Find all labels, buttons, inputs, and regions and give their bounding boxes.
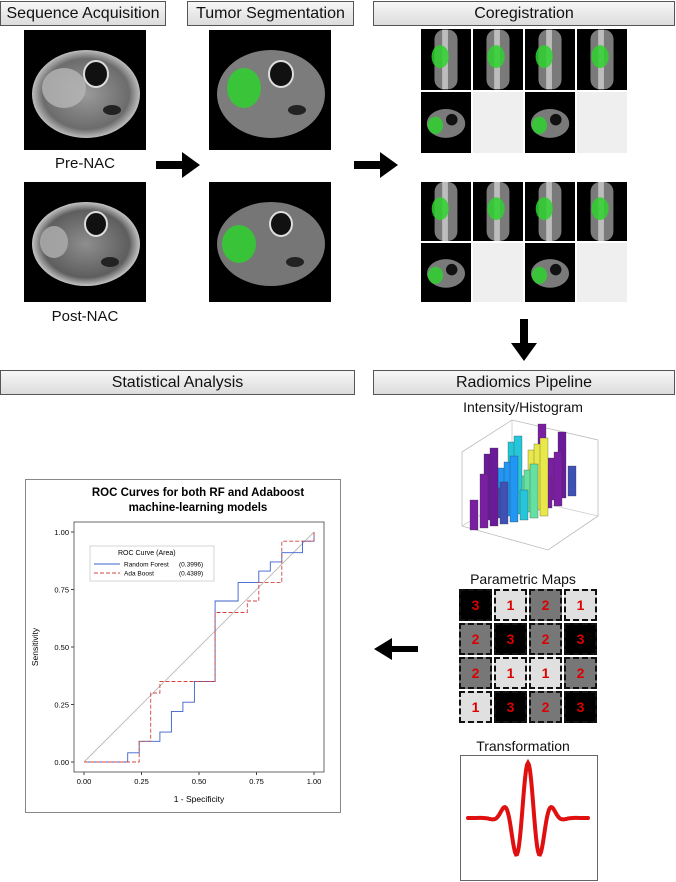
header-statistical-analysis: Statistical Analysis [0,370,355,395]
mri-thumbnail-sag [524,28,576,91]
parametric-map-cell: 2 [459,657,492,689]
parametric-map-cell: 3 [494,623,527,655]
y-tick-label: 0.75 [54,586,69,595]
caption-pre-nac: Pre-NAC [54,155,115,172]
parametric-map-cell: 1 [459,691,492,723]
histogram-bar [539,437,549,517]
empty-slot [472,242,524,303]
x-tick-label: 0.75 [249,777,264,786]
intensity-histogram-title: Intensity/Histogram [463,399,583,415]
wavelet-transformation-plot [460,755,598,881]
parametric-map-cell: 2 [529,691,562,723]
arrow-right-icon [156,152,200,178]
tumor-mask [227,68,261,108]
x-tick-label: 1.00 [307,777,322,786]
mri-thumbnail-sag [420,28,472,91]
histogram-bar [499,481,509,525]
arrow-right-icon [354,152,398,178]
parametric-map-cell: 2 [529,589,562,621]
header-radiomics-pipeline: Radiomics Pipeline [373,370,675,395]
caption-post-nac: Post-NAC [51,308,119,325]
mri-thumbnail-cor [472,28,524,91]
header-coregistration: Coregistration [373,1,675,26]
histogram-bar [489,447,499,527]
mri-thumbnail-axial [420,91,472,154]
y-tick-label: 0.00 [54,758,69,767]
mri-post-nac-segmented [209,182,331,302]
parametric-map-cell: 1 [494,589,527,621]
y-axis-label: Sensitivity [30,627,40,666]
mri-pre-nac-segmented [209,30,331,150]
x-axis-label: 1 - Specificity [174,794,225,804]
parametric-map-cell: 2 [529,623,562,655]
parametric-map-cell: 2 [564,657,597,689]
y-tick-label: 1.00 [54,528,69,537]
arrow-left-icon [374,638,418,660]
mri-post-nac [24,182,146,302]
mri-thumbnail-sag [420,181,472,242]
x-tick-label: 0.50 [192,777,207,786]
legend-title: ROC Curve (Area) [118,550,176,557]
transformation-title: Transformation [476,738,570,754]
mri-thumbnail-sag [524,181,576,242]
wavelet-curve [466,758,590,857]
y-tick-label: 0.50 [54,643,69,652]
parametric-map-cell: 1 [529,657,562,689]
histogram-bar [469,499,479,531]
legend: ROC Curve (Area) Random Forest (0.3996) … [89,545,215,582]
histogram-bar [519,489,529,521]
legend-label-ada-boost: Ada Boost [124,571,154,578]
header-tumor-segmentation: Tumor Segmentation [187,1,354,26]
empty-slot [576,242,628,303]
legend-label-random-forest: Random Forest [124,562,169,569]
chart-title-line2: machine-learning models [129,502,268,514]
legend-area-random-forest: (0.3996) [179,562,203,569]
reference-diagonal [83,531,315,763]
mri-thumbnail-axial [524,91,576,154]
mri-thumbnail-cor [576,181,628,242]
parametric-map-cell: 3 [564,691,597,723]
empty-slot [472,91,524,154]
roc-chart: ROC Curves for both RF and Adaboost mach… [30,487,325,804]
histogram-3d-plot [461,419,599,551]
arrow-down-icon [511,319,537,361]
y-tick-label: 0.25 [54,701,69,710]
histogram-bar [567,465,577,497]
mri-thumbnail-axial [420,242,472,303]
header-sequence-acquisition: Sequence Acquisition [0,1,166,26]
tumor-mask [222,225,256,263]
chart-title-line1: ROC Curves for both RF and Adaboost [92,487,304,499]
roc-line-ada-boost [84,532,315,763]
parametric-map-cell: 1 [564,589,597,621]
histogram-bar [553,451,563,507]
parametric-map-cell: 3 [459,589,492,621]
empty-slot [576,91,628,154]
coregistration-grid-pre [420,28,628,154]
parametric-map-cell: 3 [564,623,597,655]
mri-pre-nac [24,30,146,150]
parametric-maps-title: Parametric Maps [470,571,576,587]
x-tick-label: 0.00 [77,777,92,786]
parametric-map-cell: 1 [494,657,527,689]
roc-chart-frame: ROC Curves for both RF and Adaboost mach… [25,479,341,813]
histogram-bar [509,455,519,523]
x-tick-label: 0.25 [134,777,149,786]
coregistration-grid-post [420,181,628,303]
mri-thumbnail-cor [576,28,628,91]
parametric-map-cell: 2 [459,623,492,655]
mri-thumbnail-cor [472,181,524,242]
mri-thumbnail-axial [524,242,576,303]
legend-area-ada-boost: (0.4389) [179,571,203,578]
histogram-bar [529,463,539,519]
parametric-map-cell: 3 [494,691,527,723]
histogram-bar [479,473,489,529]
